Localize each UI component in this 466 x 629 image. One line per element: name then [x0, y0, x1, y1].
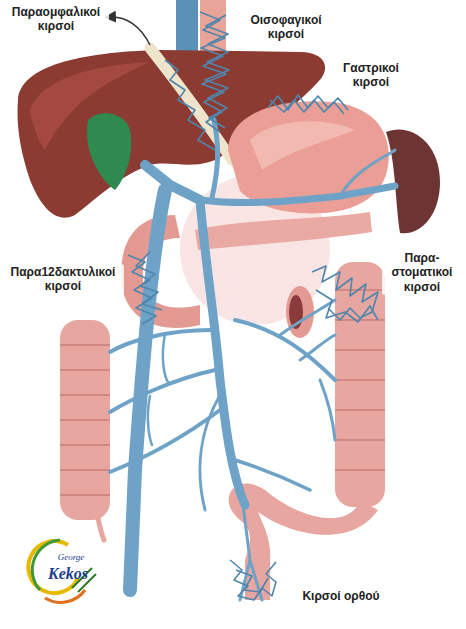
parastomal-varices	[316, 290, 378, 322]
varix-label: Παρα12δακτυλικοί κιρσοί	[2, 264, 124, 295]
varix-label: Γαστρικοί κιρσοί	[330, 60, 412, 91]
esophageal-varices	[200, 12, 226, 132]
rectal-vein	[240, 505, 262, 600]
descending-colon	[335, 262, 385, 507]
ileal-vein	[200, 395, 220, 510]
varix-label: Οισοφαγικοί κιρσοί	[238, 12, 334, 43]
sigmoid-vein	[235, 460, 310, 490]
paraumbilical-varices	[165, 60, 215, 150]
haustra	[60, 345, 110, 495]
logo-text: George	[46, 551, 96, 564]
appendix	[98, 518, 104, 540]
colic-vein	[110, 370, 215, 412]
short-gastric-vein	[340, 150, 395, 196]
rectal-varices	[230, 560, 276, 600]
colic-vein	[280, 300, 335, 440]
portal-vein	[145, 165, 200, 200]
sigmoid-rectum	[229, 483, 378, 600]
varices	[128, 12, 378, 600]
varix-label: Κιρσοί ορθού	[286, 588, 396, 604]
portal-veins	[110, 120, 395, 600]
inferior-mesenteric-vein	[235, 320, 335, 380]
esophageal-varices	[205, 15, 229, 128]
large-vein	[130, 190, 165, 590]
venous-arcade	[148, 334, 168, 445]
varix-label: Παρα- στοματικοί κιρσοί	[382, 250, 462, 295]
splenic-vein	[200, 186, 395, 203]
paraduodenal-varices	[136, 252, 162, 310]
stoma	[286, 286, 314, 338]
rectal-varices	[236, 570, 268, 592]
spleen	[386, 129, 440, 233]
gastric-varices	[270, 100, 344, 114]
logo-text: Kekos	[38, 563, 98, 584]
ascending-colon	[60, 320, 110, 520]
pancreas	[195, 212, 372, 250]
varix-label: Παραομφαλικοί κιρσοί	[3, 4, 109, 35]
left-gastric-vein	[212, 120, 218, 198]
colic-vein	[110, 330, 210, 352]
leader-arrow	[110, 17, 150, 45]
gallbladder	[87, 113, 131, 190]
stomach-highlight	[250, 121, 355, 170]
